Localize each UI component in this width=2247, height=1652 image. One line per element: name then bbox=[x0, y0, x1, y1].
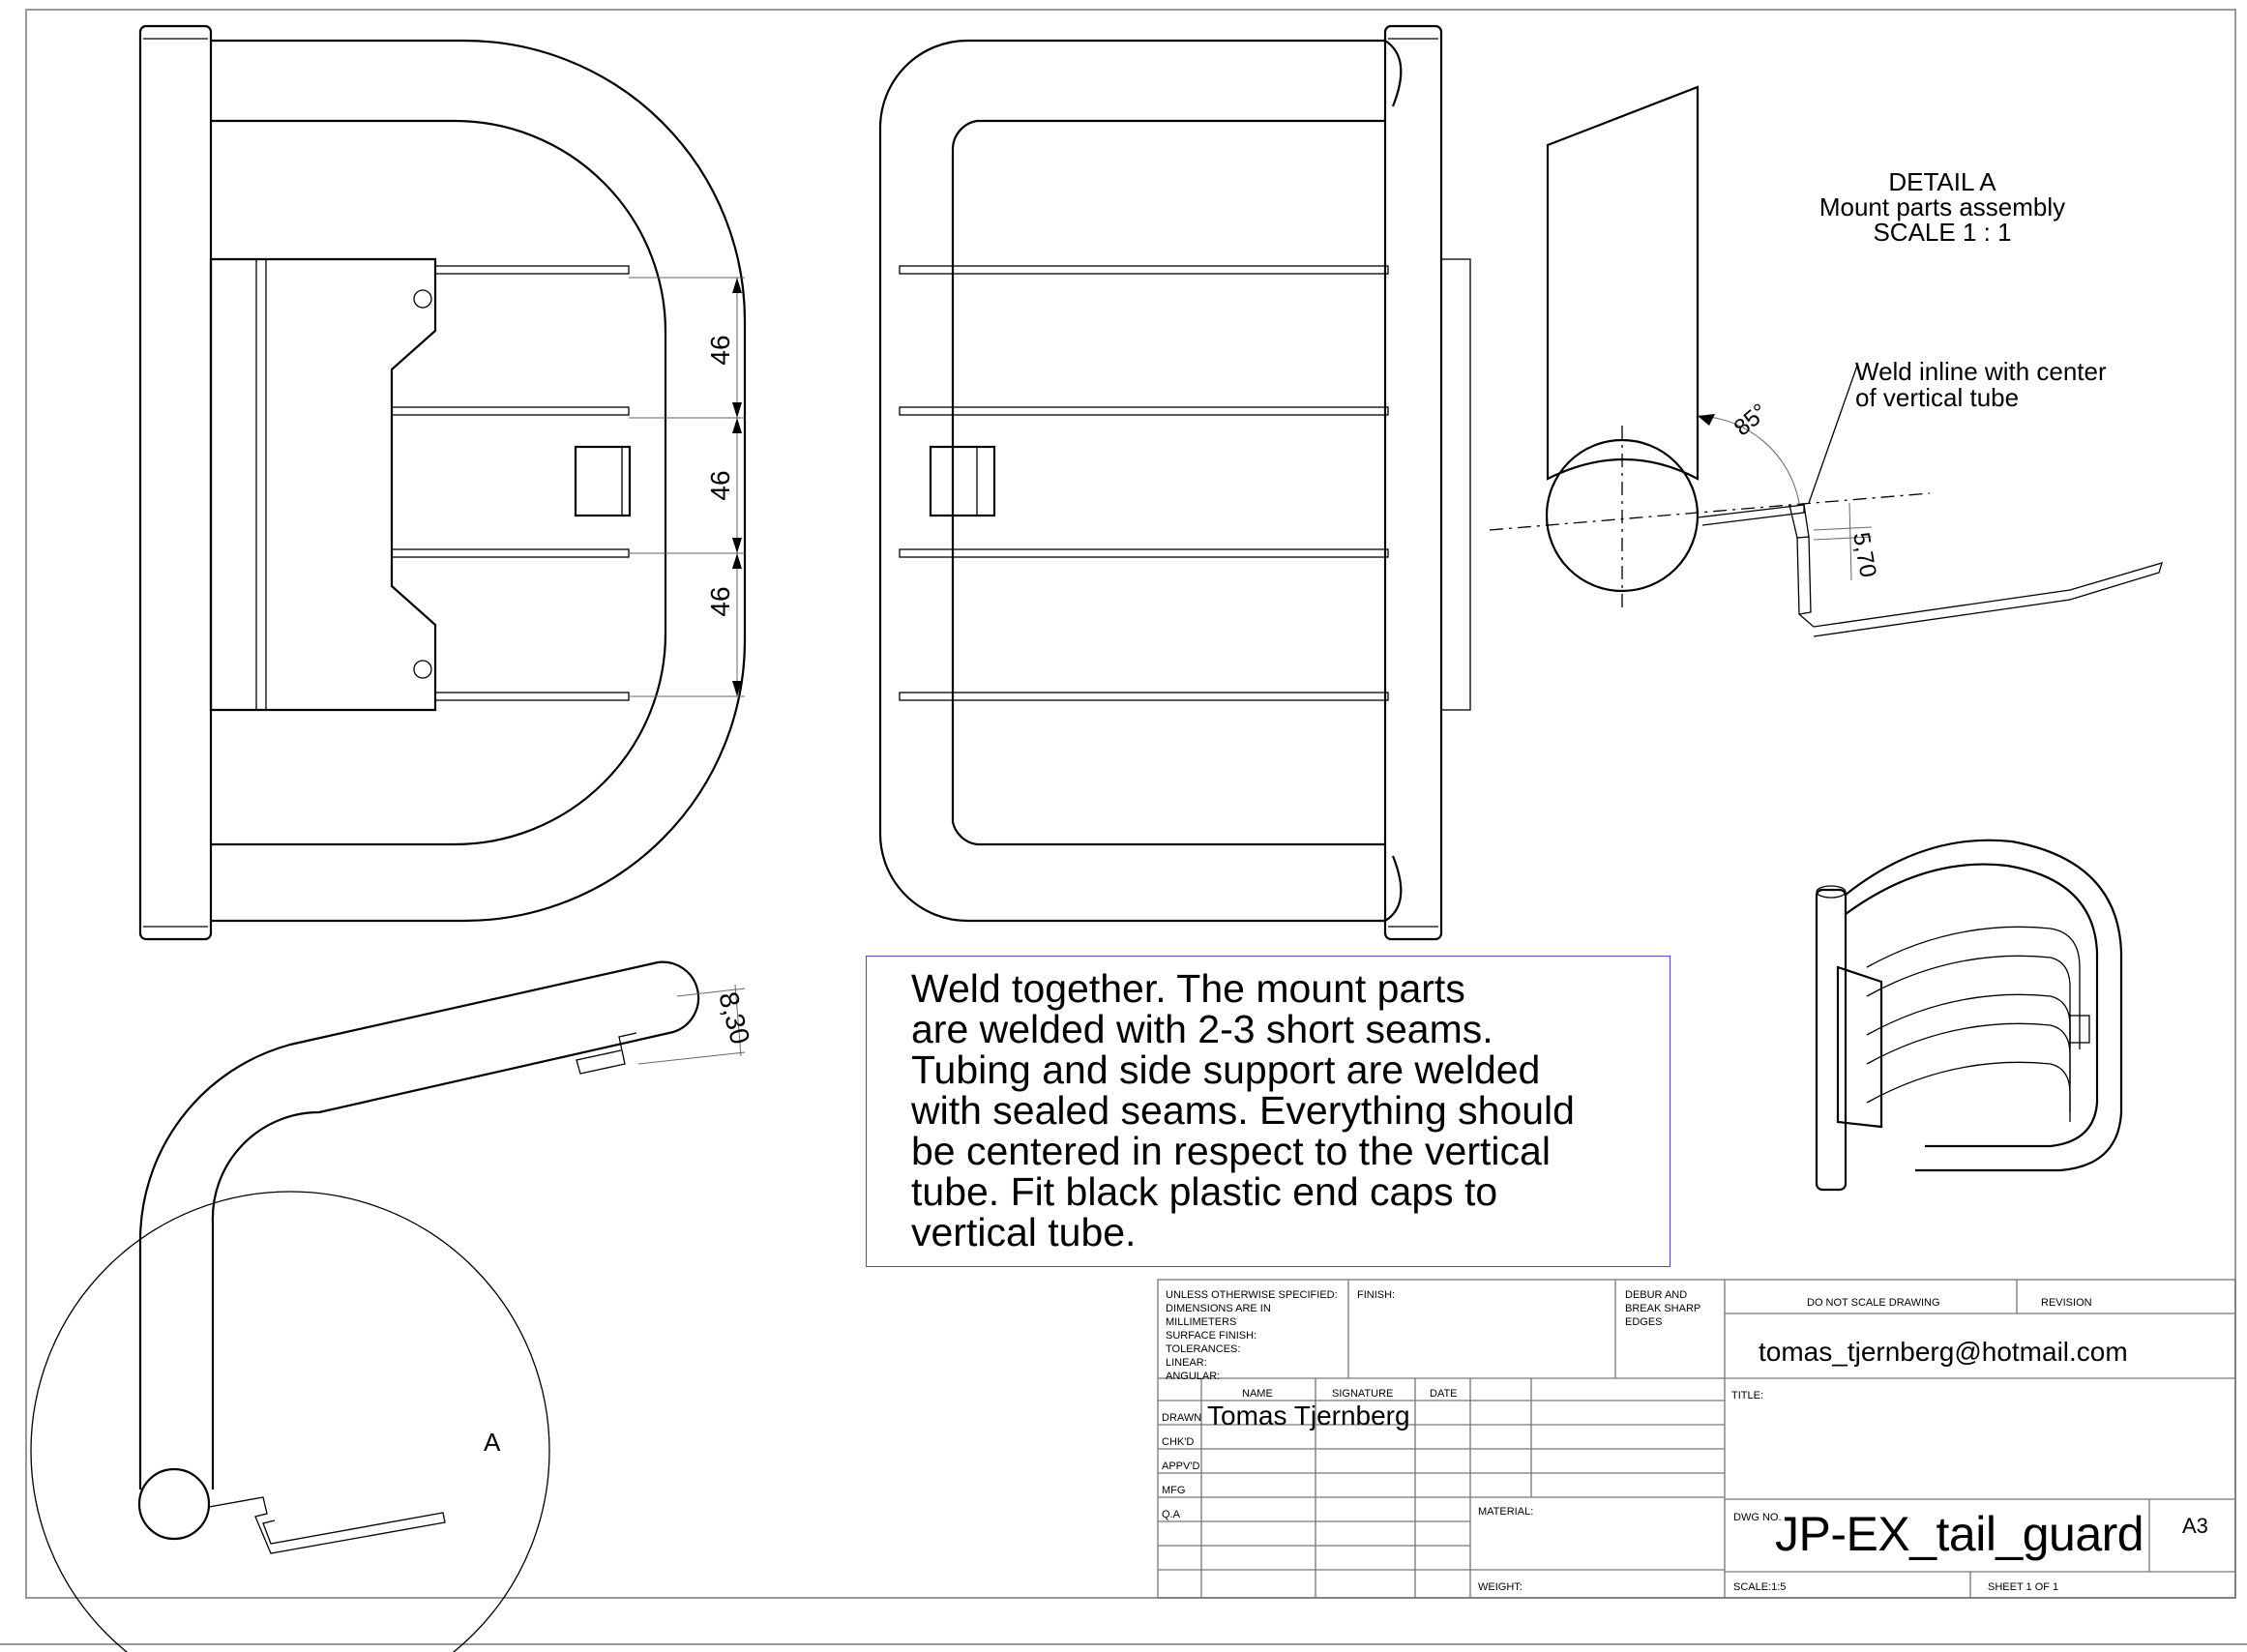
sheet-border bbox=[25, 9, 2236, 1599]
dimension-spacing-3: 46 bbox=[705, 586, 735, 616]
tolerance-spec: UNLESS OTHERWISE SPECIFIED: DIMENSIONS A… bbox=[1166, 1289, 1338, 1382]
weld-note-line-1: Weld inline with center bbox=[1855, 357, 2107, 386]
rear-view bbox=[878, 24, 1471, 941]
row-approved: APPV'D bbox=[1162, 1460, 1200, 1472]
detail-a-view bbox=[1489, 85, 2163, 637]
row-quality: Q.A bbox=[1162, 1509, 1180, 1520]
debur-note: DEBUR AND BREAK SHARP EDGES bbox=[1625, 1289, 1701, 1328]
front-view bbox=[138, 24, 747, 941]
weld-instruction-text: Weld together. The mount parts are welde… bbox=[911, 966, 1575, 1254]
angle-label: 85° bbox=[1730, 398, 1773, 441]
column-date: DATE bbox=[1430, 1388, 1458, 1400]
weight-label: WEIGHT: bbox=[1478, 1581, 1523, 1593]
title-label: TITLE: bbox=[1731, 1390, 1764, 1401]
detail-subtitle: Mount parts assembly bbox=[1819, 192, 2065, 221]
dimension-side-offset: 8,30 bbox=[713, 988, 755, 1047]
offset-dimension: 5,70 bbox=[1848, 530, 1881, 579]
detail-marker-a: A bbox=[484, 1428, 501, 1457]
scale-label: SCALE:1:5 bbox=[1733, 1581, 1787, 1593]
row-checked: CHK'D bbox=[1162, 1436, 1195, 1448]
weld-instruction-box: Weld together. The mount parts are welde… bbox=[866, 956, 1670, 1267]
column-signature: SIGNATURE bbox=[1332, 1388, 1394, 1400]
revision-label: REVISION bbox=[2041, 1297, 2092, 1309]
dimension-spacing-2: 46 bbox=[705, 470, 735, 500]
sheet-size: A3 bbox=[2182, 1514, 2208, 1538]
detail-title: DETAIL A bbox=[1888, 167, 1996, 196]
weld-note-line-2: of vertical tube bbox=[1855, 383, 2019, 412]
sheet-label: SHEET 1 OF 1 bbox=[1988, 1581, 2059, 1593]
material-label: MATERIAL: bbox=[1478, 1506, 1534, 1518]
do-not-scale-label: DO NOT SCALE DRAWING bbox=[1807, 1297, 1940, 1309]
row-manufacturing: MFG bbox=[1162, 1485, 1186, 1496]
dimension-spacing-1: 46 bbox=[705, 335, 735, 365]
drawing-number: JP-EX_tail_guard bbox=[1775, 1507, 2144, 1561]
drawing-number-label: DWG NO. bbox=[1733, 1512, 1782, 1523]
drawn-by-name: Tomas Tjernberg bbox=[1207, 1401, 1410, 1431]
row-drawn: DRAWN bbox=[1162, 1412, 1202, 1424]
finish-label: FINISH: bbox=[1357, 1289, 1396, 1301]
author-email: tomas_tjernberg@hotmail.com bbox=[1759, 1337, 2128, 1367]
column-name: NAME bbox=[1242, 1388, 1273, 1400]
title-block-grid bbox=[1157, 1279, 2236, 1599]
isometric-view bbox=[1815, 839, 2123, 1192]
side-view bbox=[30, 960, 746, 1652]
detail-scale: SCALE 1 : 1 bbox=[1873, 218, 2011, 247]
